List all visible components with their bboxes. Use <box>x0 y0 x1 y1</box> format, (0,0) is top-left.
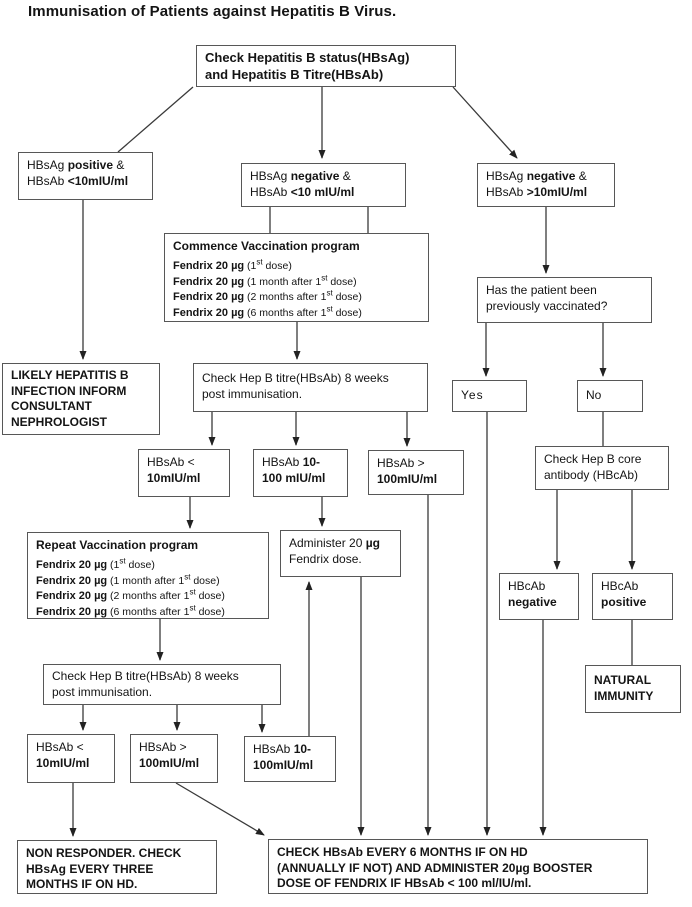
node-line: HBcAb <box>601 579 639 593</box>
node-line: 100mIU/ml <box>377 471 438 486</box>
node-no: No <box>577 380 643 412</box>
node-line: negative <box>508 594 557 609</box>
node-line: HBsAb < <box>147 455 195 469</box>
node-natural-immunity: NATURAL IMMUNITY <box>585 665 681 713</box>
node-line: Yes <box>461 388 484 403</box>
node-line: HBsAb 10- <box>253 742 312 756</box>
node-line: DOSE OF FENDRIX IF HBsAb < 100 ml/IU/ml. <box>277 876 532 891</box>
edge-high2-to-final <box>175 782 265 836</box>
node-line: IMMUNITY <box>594 688 654 703</box>
node-line: HBcAb <box>508 579 546 593</box>
node-line: NATURAL <box>594 673 652 687</box>
node-line: post immunisation. <box>52 684 153 699</box>
node-line: Administer 20 µg <box>289 536 380 550</box>
node-line: 100 mIU/ml <box>262 470 326 485</box>
node-hbcab-positive: HBcAb positive <box>592 573 673 620</box>
node-line: HBsAb 10- <box>262 455 321 469</box>
node-line: HBsAg negative & <box>250 169 351 183</box>
node-line: HBsAg positive & <box>27 158 125 172</box>
node-titre1-mid: HBsAb 10- 100 mIU/ml <box>253 449 348 497</box>
dose-line: Fendrix 20 µg (2 months after 1st dose) <box>36 587 225 603</box>
node-line: 10mIU/ml <box>147 470 201 485</box>
node-title: Repeat Vaccination program <box>36 538 199 552</box>
node-line: Check Hepatitis B status(HBsAg) <box>205 50 410 65</box>
dose-line: Fendrix 20 µg (1st dose) <box>36 556 155 571</box>
dose-line: Fendrix 20 µg (6 months after 1st dose) <box>173 304 362 320</box>
node-hbsag-negative-low: HBsAg negative & HBsAb <10 mIU/ml <box>241 163 406 207</box>
node-repeat-vaccination: Repeat Vaccination program Fendrix 20 µg… <box>27 532 269 619</box>
node-line: Has the patient been <box>486 283 597 297</box>
node-line: HBsAb > <box>139 740 187 754</box>
node-line: 10mIU/ml <box>36 755 90 770</box>
edge-status-to-positive <box>117 86 194 153</box>
node-line: (ANNUALLY IF NOT) AND ADMINISTER 20µg BO… <box>277 860 593 875</box>
node-line: Check Hep B titre(HBsAb) 8 weeks <box>202 371 389 385</box>
node-previously-vaccinated: Has the patient been previously vaccinat… <box>477 277 652 323</box>
node-title: Commence Vaccination program <box>173 239 360 253</box>
node-final-monitoring: CHECK HBsAb EVERY 6 MONTHS IF ON HD (ANN… <box>268 839 648 894</box>
dose-line: Fendrix 20 µg (2 months after 1st dose) <box>173 288 362 304</box>
node-titre2-low: HBsAb < 10mIU/ml <box>27 734 115 783</box>
node-check-core-antibody: Check Hep B core antibody (HBcAb) <box>535 446 669 490</box>
node-line: Check Hep B core <box>544 452 642 466</box>
node-line: post immunisation. <box>202 386 303 401</box>
node-commence-vaccination: Commence Vaccination program Fendrix 20 … <box>164 233 429 322</box>
node-line: HBsAg negative & <box>486 169 587 183</box>
node-line: and Hepatitis B Titre(HBsAb) <box>205 66 384 82</box>
edge-status-to-negative-high <box>452 86 518 159</box>
node-titre1-high: HBsAb > 100mIU/ml <box>368 450 464 495</box>
node-yes: Yes <box>452 380 527 412</box>
node-line: HBsAg EVERY THREE <box>26 861 154 876</box>
node-line: No <box>586 388 602 403</box>
node-titre1-low: HBsAb < 10mIU/ml <box>138 449 230 497</box>
node-line: HBsAb > <box>377 456 425 470</box>
node-line: NON RESPONDER. CHECK <box>26 846 182 860</box>
dose-line: Fendrix 20 µg (1 month after 1st dose) <box>36 572 220 587</box>
node-line: HBsAb >10mIU/ml <box>486 184 588 199</box>
node-non-responder: NON RESPONDER. CHECK HBsAg EVERY THREE M… <box>17 840 217 894</box>
node-line: 100mIU/ml <box>139 755 200 770</box>
node-line: Check Hep B titre(HBsAb) 8 weeks <box>52 669 239 683</box>
node-line: HBsAb <10mIU/ml <box>27 173 129 188</box>
node-line: NEPHROLOGIST <box>11 414 108 429</box>
node-hbcab-negative: HBcAb negative <box>499 573 579 620</box>
node-hbsag-positive: HBsAg positive & HBsAb <10mIU/ml <box>18 152 153 200</box>
node-line: previously vaccinated? <box>486 298 608 313</box>
node-line: HBsAb <10 mIU/ml <box>250 184 355 199</box>
node-line: LIKELY HEPATITIS B <box>11 368 129 382</box>
node-line: CHECK HBsAb EVERY 6 MONTHS IF ON HD <box>277 845 528 859</box>
node-line: HBsAb < <box>36 740 84 754</box>
node-line: INFECTION INFORM <box>11 383 127 398</box>
node-check-titre-2: Check Hep B titre(HBsAb) 8 weeks post im… <box>43 664 281 705</box>
page-title: Immunisation of Patients against Hepatit… <box>28 3 397 20</box>
dose-line: Fendrix 20 µg (1 month after 1st dose) <box>173 273 357 288</box>
node-titre2-high: HBsAb > 100mIU/ml <box>130 734 218 783</box>
node-check-titre-1: Check Hep B titre(HBsAb) 8 weeks post im… <box>193 363 428 412</box>
node-check-status: Check Hepatitis B status(HBsAg) and Hepa… <box>196 45 456 87</box>
node-line: 100mIU/ml <box>253 757 314 772</box>
node-administer-dose: Administer 20 µg Fendrix dose. <box>280 530 401 577</box>
node-line: positive <box>601 594 647 609</box>
node-line: CONSULTANT <box>11 399 92 414</box>
node-line: MONTHS IF ON HD. <box>26 877 138 892</box>
node-likely-infection: LIKELY HEPATITIS B INFECTION INFORM CONS… <box>2 363 160 435</box>
dose-line: Fendrix 20 µg (1st dose) <box>173 257 292 272</box>
node-hbsag-negative-high: HBsAg negative & HBsAb >10mIU/ml <box>477 163 615 207</box>
node-line: Fendrix dose. <box>289 551 362 566</box>
node-titre2-mid: HBsAb 10- 100mIU/ml <box>244 736 336 782</box>
node-line: antibody (HBcAb) <box>544 467 639 482</box>
dose-line: Fendrix 20 µg (6 months after 1st dose) <box>36 603 225 619</box>
